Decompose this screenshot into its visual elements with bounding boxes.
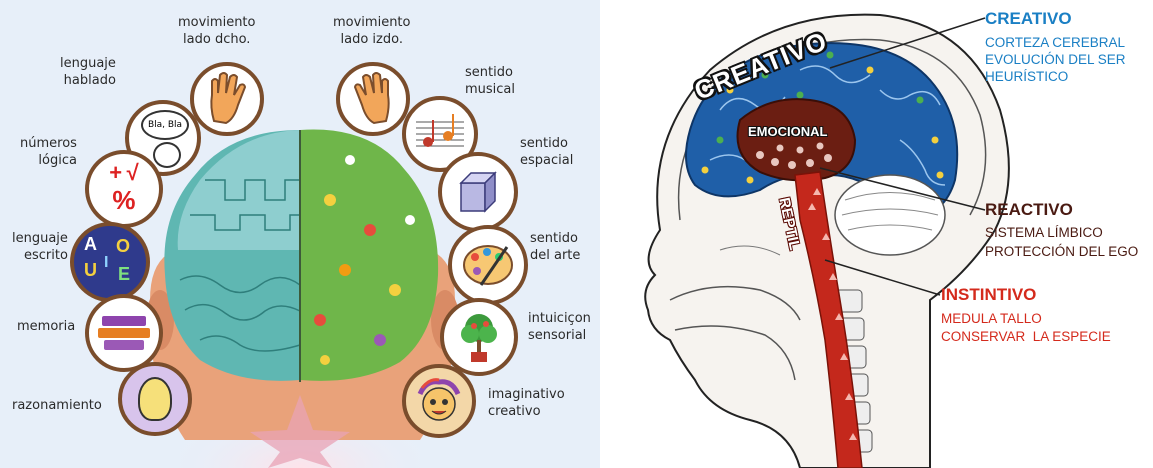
label-sentido-musical: sentido musical [465,64,515,98]
legend-creativo-line-2: EVOLUCIÓN DEL SER [985,51,1126,68]
cube-circle [438,152,518,232]
right-hemisphere [300,130,438,381]
music-notes-icon [414,112,466,156]
vowel-o: O [116,236,130,257]
thinker-circle [118,362,192,436]
root-symbol: √ [127,160,139,185]
legend-reactivo-title: REACTIVO [985,200,1073,220]
vowel-u: U [84,260,97,281]
cube-icon [453,167,503,217]
palette-icon [461,241,515,289]
hand-icon-circle-left [190,62,264,136]
plant-circle [440,298,518,376]
percent-symbol: % [112,185,135,215]
books-icon [98,314,150,352]
legend-creativo-line-1: CORTEZA CEREBRAL [985,34,1125,51]
left-brain-hemispheres-diagram: Bla, Bla + √ % A O U I E [0,0,600,468]
label-lenguaje-escrito: lenguaje escrito [12,230,68,264]
limbic-system [738,99,856,180]
label-movimiento-dcho: movimiento lado dcho. [178,14,256,48]
books-circle [85,294,163,372]
thinker-face-icon [138,377,172,421]
speech-bubble: Bla, Bla [141,110,189,140]
hand-icon [202,71,252,127]
art-circle [448,225,528,305]
vowel-e: E [118,264,130,285]
vowel-i: I [104,254,108,272]
legend-reactivo-line-2: PROTECCIÓN DEL EGO [985,243,1138,260]
cerebellum [835,175,945,255]
label-intuicion-sensorial: intuiciçon sensorial [528,310,591,344]
legend-creativo-line-3: HEURÍSTICO [985,68,1068,85]
imagination-circle [402,364,476,438]
label-numeros-logica: números lógica [20,135,77,169]
vowels-circle: A O U I E [70,222,150,302]
plant-icon [456,310,502,364]
plus-symbol: + [109,160,122,185]
hand-icon-circle-right [336,62,410,136]
label-sentido-arte: sentido del arte [530,230,580,264]
legend-reactivo-line-1: SISTEMA LÍMBICO [985,224,1103,241]
legend-instintivo-line-2: CONSERVAR LA ESPECIE [941,328,1111,345]
legend-instintivo-line-1: MEDULA TALLO [941,310,1042,327]
label-lenguaje-hablado: lenguaje hablado [60,55,116,89]
label-movimiento-izdo: movimiento lado izdo. [333,14,411,48]
legend-instintivo-title: INSTINTIVO [941,285,1036,305]
label-razonamiento: razonamiento [12,397,102,414]
colorful-face-icon [412,374,466,428]
brain-label-emocional: EMOCIONAL [748,124,827,139]
hand-icon [348,71,398,127]
triune-brain-diagram: CREATIVO EMOCIONAL REPTIL CREATIVO CORTE… [600,0,1153,468]
label-memoria: memoria [17,318,75,335]
vowel-a: A [84,234,97,255]
label-sentido-espacial: sentido espacial [520,135,573,169]
face-icon [153,142,181,168]
legend-creativo-title: CREATIVO [985,9,1072,29]
math-circle: + √ % [85,150,163,228]
label-imaginativo-creativo: imaginativo creativo [488,386,565,420]
